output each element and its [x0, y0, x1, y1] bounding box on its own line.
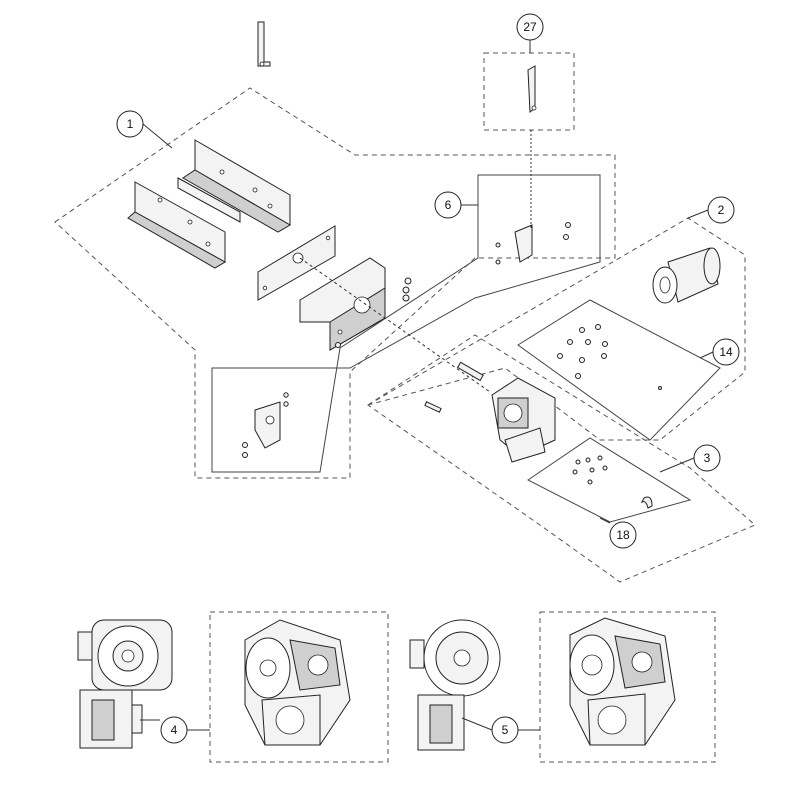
leader-lines [140, 40, 714, 731]
electric-motor [652, 247, 721, 304]
callout-5: 5 [491, 716, 519, 744]
motor-front-view-5 [409, 619, 501, 751]
small-bracket-assembly [242, 392, 289, 458]
group-18-kit-sheet [527, 437, 692, 523]
worm-gearbox [424, 361, 556, 463]
callout-1: 1 [116, 110, 144, 138]
gearbox-iso-view-4 [244, 619, 351, 746]
motor-bracket [299, 257, 386, 351]
svg-text:4: 4 [171, 723, 178, 737]
screws-group-1 [335, 277, 412, 348]
bracket-clip-6 [495, 222, 571, 265]
group-2-dashed-outline [367, 217, 746, 441]
group-1-dashed-outline [54, 87, 616, 479]
mounting-plate [257, 225, 336, 301]
svg-text:14: 14 [719, 345, 733, 359]
gearbox-front-view-4 [77, 619, 173, 749]
svg-text:27: 27 [523, 20, 537, 34]
callout-3: 3 [693, 444, 721, 472]
bracket-rail-lower [127, 181, 226, 269]
group-4-dashed-box [209, 611, 389, 763]
gearbox-iso-view-5 [569, 617, 676, 746]
callout-4: 4 [160, 716, 188, 744]
group-6-outline [211, 174, 601, 473]
callout-14: 14 [712, 338, 740, 366]
svg-text:5: 5 [502, 723, 509, 737]
group-14-kit-sheet [517, 299, 721, 441]
svg-text:2: 2 [718, 203, 725, 217]
hex-key-top [257, 21, 271, 67]
svg-text:18: 18 [616, 528, 630, 542]
group-27-dashed-box [483, 52, 575, 230]
assembly-axis-line [299, 257, 491, 393]
svg-text:1: 1 [127, 117, 134, 131]
callout-27: 27 [516, 13, 544, 41]
callout-18: 18 [609, 521, 637, 549]
group-3-dashed-outline [367, 334, 756, 583]
callout-6: 6 [434, 191, 462, 219]
bracket-rail-upper [177, 139, 291, 233]
svg-text:3: 3 [704, 451, 711, 465]
svg-text:6: 6 [445, 198, 452, 212]
callout-2: 2 [707, 196, 735, 224]
